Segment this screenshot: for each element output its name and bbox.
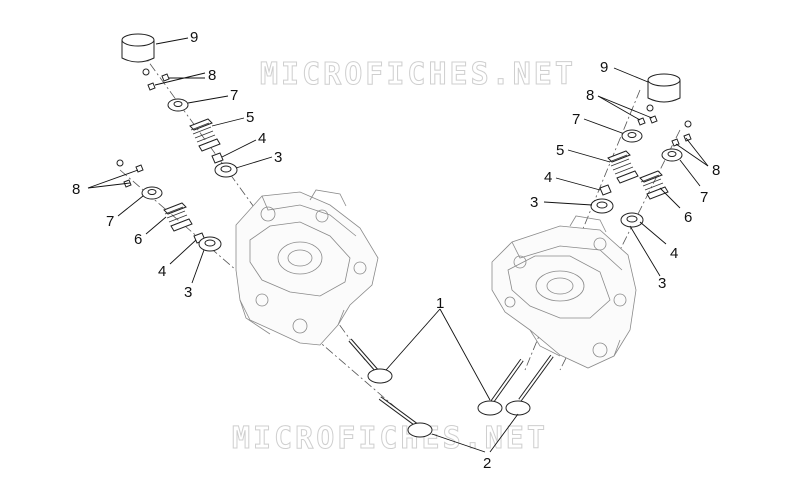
- callout-left-7a: 7: [230, 87, 238, 104]
- callout-right-8b: 8: [712, 162, 720, 179]
- callout-left-7b: 7: [106, 213, 114, 230]
- right-cylinder-head: [491, 215, 637, 369]
- right-lower-valve-stack: [620, 120, 692, 228]
- callout-right-3a: 3: [530, 194, 538, 211]
- callout-left-8a: 8: [208, 67, 216, 84]
- valve-right-a: [477, 358, 524, 416]
- left-spring-6: [163, 202, 193, 232]
- callout-right-8a: 8: [586, 87, 594, 104]
- valve-left-upper: [348, 338, 393, 384]
- right-lower-shim: [684, 120, 692, 128]
- left-collets-8a: [147, 73, 170, 91]
- right-shim: [646, 104, 654, 112]
- callout-right-5: 5: [556, 142, 564, 159]
- callout-right-7a: 7: [572, 111, 580, 128]
- right-spring-seat-3b: [620, 212, 644, 228]
- left-upper-valve-stack: [121, 33, 238, 178]
- callout-left-3b: 3: [184, 284, 192, 301]
- callout-valve-2: 2: [483, 455, 491, 472]
- callout-left-3a: 3: [274, 149, 282, 166]
- callout-labels-right: 9 8 7 5 4 3 8 7 6 4 3: [530, 59, 720, 292]
- right-upper-valve-stack: [590, 73, 681, 214]
- right-collets-8a: [637, 115, 658, 126]
- left-bucket-tappet-9: [121, 33, 155, 63]
- callout-left-8b: 8: [72, 181, 80, 198]
- left-spring-seat-3b: [198, 236, 222, 252]
- left-spring-seat-3a: [214, 162, 238, 178]
- right-valve-seal-4a: [599, 184, 612, 196]
- left-spring-retainer-7a: [167, 98, 189, 112]
- callout-right-3b: 3: [658, 275, 666, 292]
- valve-left-lower: [378, 396, 433, 438]
- callout-left-6: 6: [134, 231, 142, 248]
- left-lower-valve-stack: [116, 159, 222, 252]
- right-spring-5: [607, 150, 639, 184]
- right-bucket-tappet-9: [647, 73, 681, 103]
- callout-left-5: 5: [246, 109, 254, 126]
- watermark-top: MICROFICHES.NET: [260, 57, 576, 92]
- left-cylinder-head: [235, 189, 379, 346]
- valves: [348, 338, 554, 438]
- leader-lines: [87, 37, 709, 453]
- left-spring-retainer-7b: [141, 186, 163, 200]
- callout-right-7b: 7: [700, 189, 708, 206]
- right-spring-seat-3a: [590, 198, 614, 214]
- watermark-bottom: MICROFICHES.NET: [232, 421, 548, 456]
- right-collets-8b: [671, 133, 692, 147]
- valve-right-b: [505, 354, 554, 416]
- callout-right-4b: 4: [670, 245, 678, 262]
- callout-labels-center: 1 2: [436, 295, 491, 472]
- right-spring-retainer-7b: [661, 148, 683, 162]
- callout-left-9: 9: [190, 29, 198, 46]
- callout-right-9: 9: [600, 59, 608, 76]
- right-spring-retainer-7a: [621, 129, 643, 143]
- callout-left-4a: 4: [258, 130, 266, 147]
- left-lower-shim: [116, 159, 124, 167]
- left-valve-seal-4a: [211, 152, 224, 164]
- callout-right-4a: 4: [544, 169, 552, 186]
- right-spring-6: [639, 170, 669, 200]
- callout-valve-1: 1: [436, 295, 444, 312]
- callout-labels-left: 9 8 7 5 4 3 8 7 6 4 3: [72, 29, 282, 301]
- left-spring-5: [189, 118, 221, 152]
- callout-left-4b: 4: [158, 263, 166, 280]
- callout-right-6: 6: [684, 209, 692, 226]
- left-shim: [142, 68, 150, 76]
